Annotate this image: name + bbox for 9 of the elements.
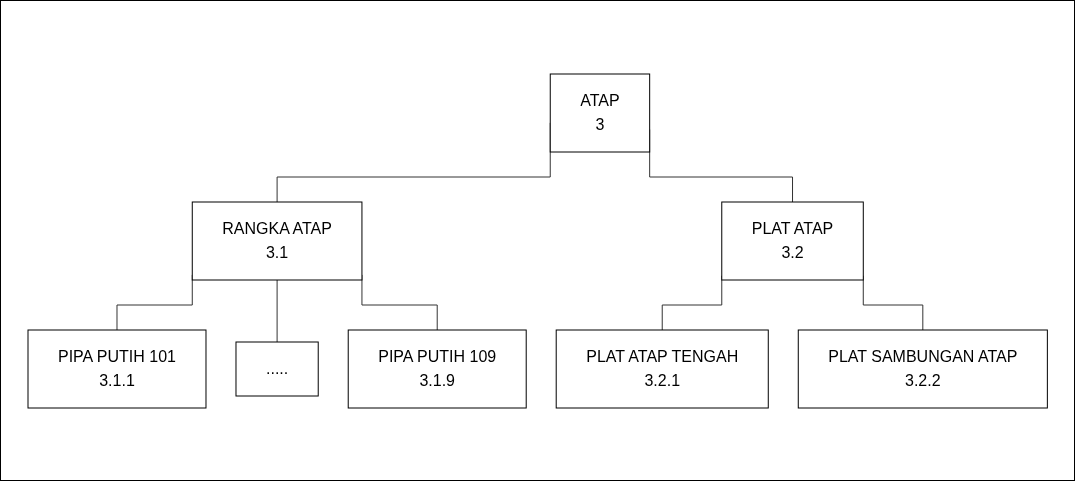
connector	[276, 279, 278, 342]
node-box: PLAT ATAP 3.2	[721, 201, 864, 280]
node-box: PIPA PUTIH 109 3.1.9	[347, 329, 527, 408]
node-box: PIPA PUTIH 101 3.1.1	[27, 329, 207, 408]
node-box: ATAP 3	[549, 73, 650, 152]
node-box: .....	[235, 341, 319, 396]
node-box: RANGKA ATAP 3.1	[191, 201, 363, 280]
node-box: PLAT SAMBUNGAN ATAP 3.2.2	[797, 329, 1048, 408]
node-box: PLAT ATAP TENGAH 3.2.1	[555, 329, 769, 408]
